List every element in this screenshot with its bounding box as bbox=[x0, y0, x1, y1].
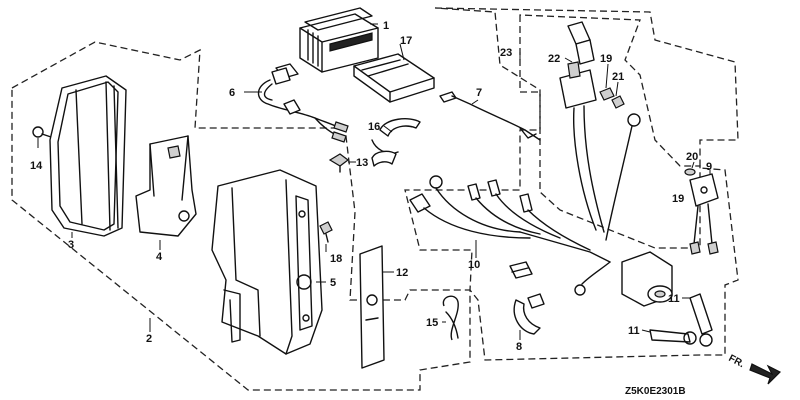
front-direction-indicator: FR. bbox=[727, 353, 782, 385]
callout-15: 15 bbox=[426, 317, 438, 329]
sub-harness-part bbox=[257, 63, 349, 143]
callout-2: 2 bbox=[146, 333, 152, 345]
callout-19-top: 19 bbox=[600, 53, 612, 65]
grommet-part bbox=[509, 261, 533, 279]
callout-16: 16 bbox=[368, 121, 380, 133]
front-arrow-icon bbox=[749, 363, 782, 385]
ignition-switch-part bbox=[621, 251, 673, 307]
sensor-wire-part bbox=[439, 91, 541, 141]
control-box-group-outline bbox=[11, 41, 471, 391]
callout-3: 3 bbox=[68, 239, 74, 251]
callout-13: 13 bbox=[356, 157, 368, 169]
control-box-part bbox=[211, 169, 323, 355]
callout-4: 4 bbox=[156, 251, 163, 263]
band-clip-part bbox=[513, 293, 545, 335]
fuse-holder-part bbox=[559, 21, 605, 233]
callout-21: 21 bbox=[612, 71, 624, 83]
diode-connector-part bbox=[689, 173, 719, 255]
callout-11-upper: 11 bbox=[668, 293, 680, 305]
wire-harness-group-outline bbox=[404, 7, 739, 361]
callout-17: 17 bbox=[400, 35, 412, 47]
key-upper-part bbox=[689, 293, 713, 347]
callout-20: 20 bbox=[686, 151, 698, 163]
washer-20-part bbox=[684, 168, 696, 176]
callout-10: 10 bbox=[468, 259, 480, 271]
cover-part bbox=[49, 75, 127, 237]
callout-12: 12 bbox=[396, 267, 408, 279]
wire-clip-part bbox=[442, 295, 459, 341]
callout-6: 6 bbox=[229, 87, 235, 99]
bracket-part bbox=[135, 135, 197, 237]
callout-7: 7 bbox=[476, 87, 482, 99]
screw-13-part bbox=[328, 153, 349, 173]
callout-22: 22 bbox=[548, 53, 560, 65]
callout-5: 5 bbox=[330, 277, 336, 289]
direction-label: FR. bbox=[727, 353, 747, 370]
screw-18-part bbox=[319, 221, 333, 243]
pad-part bbox=[353, 53, 435, 103]
callout-18: 18 bbox=[330, 253, 342, 265]
callout-23: 23 bbox=[500, 47, 512, 59]
label-plate-part bbox=[359, 245, 385, 369]
cable-clamp-part bbox=[371, 118, 421, 167]
ring-terminal-wire-part bbox=[599, 87, 641, 241]
inner-harness-outline bbox=[519, 14, 701, 249]
callout-19-right: 19 bbox=[672, 193, 684, 205]
main-harness-part bbox=[409, 175, 611, 296]
callout-1: 1 bbox=[383, 20, 389, 32]
key-lower-part bbox=[649, 329, 697, 345]
callout-9: 9 bbox=[706, 161, 712, 173]
callout-14: 14 bbox=[30, 160, 43, 172]
callout-11-lower: 11 bbox=[628, 325, 640, 337]
diagram-code: Z5K0E2301B bbox=[625, 386, 686, 397]
regulator-part bbox=[299, 7, 379, 73]
callout-8: 8 bbox=[516, 341, 522, 353]
